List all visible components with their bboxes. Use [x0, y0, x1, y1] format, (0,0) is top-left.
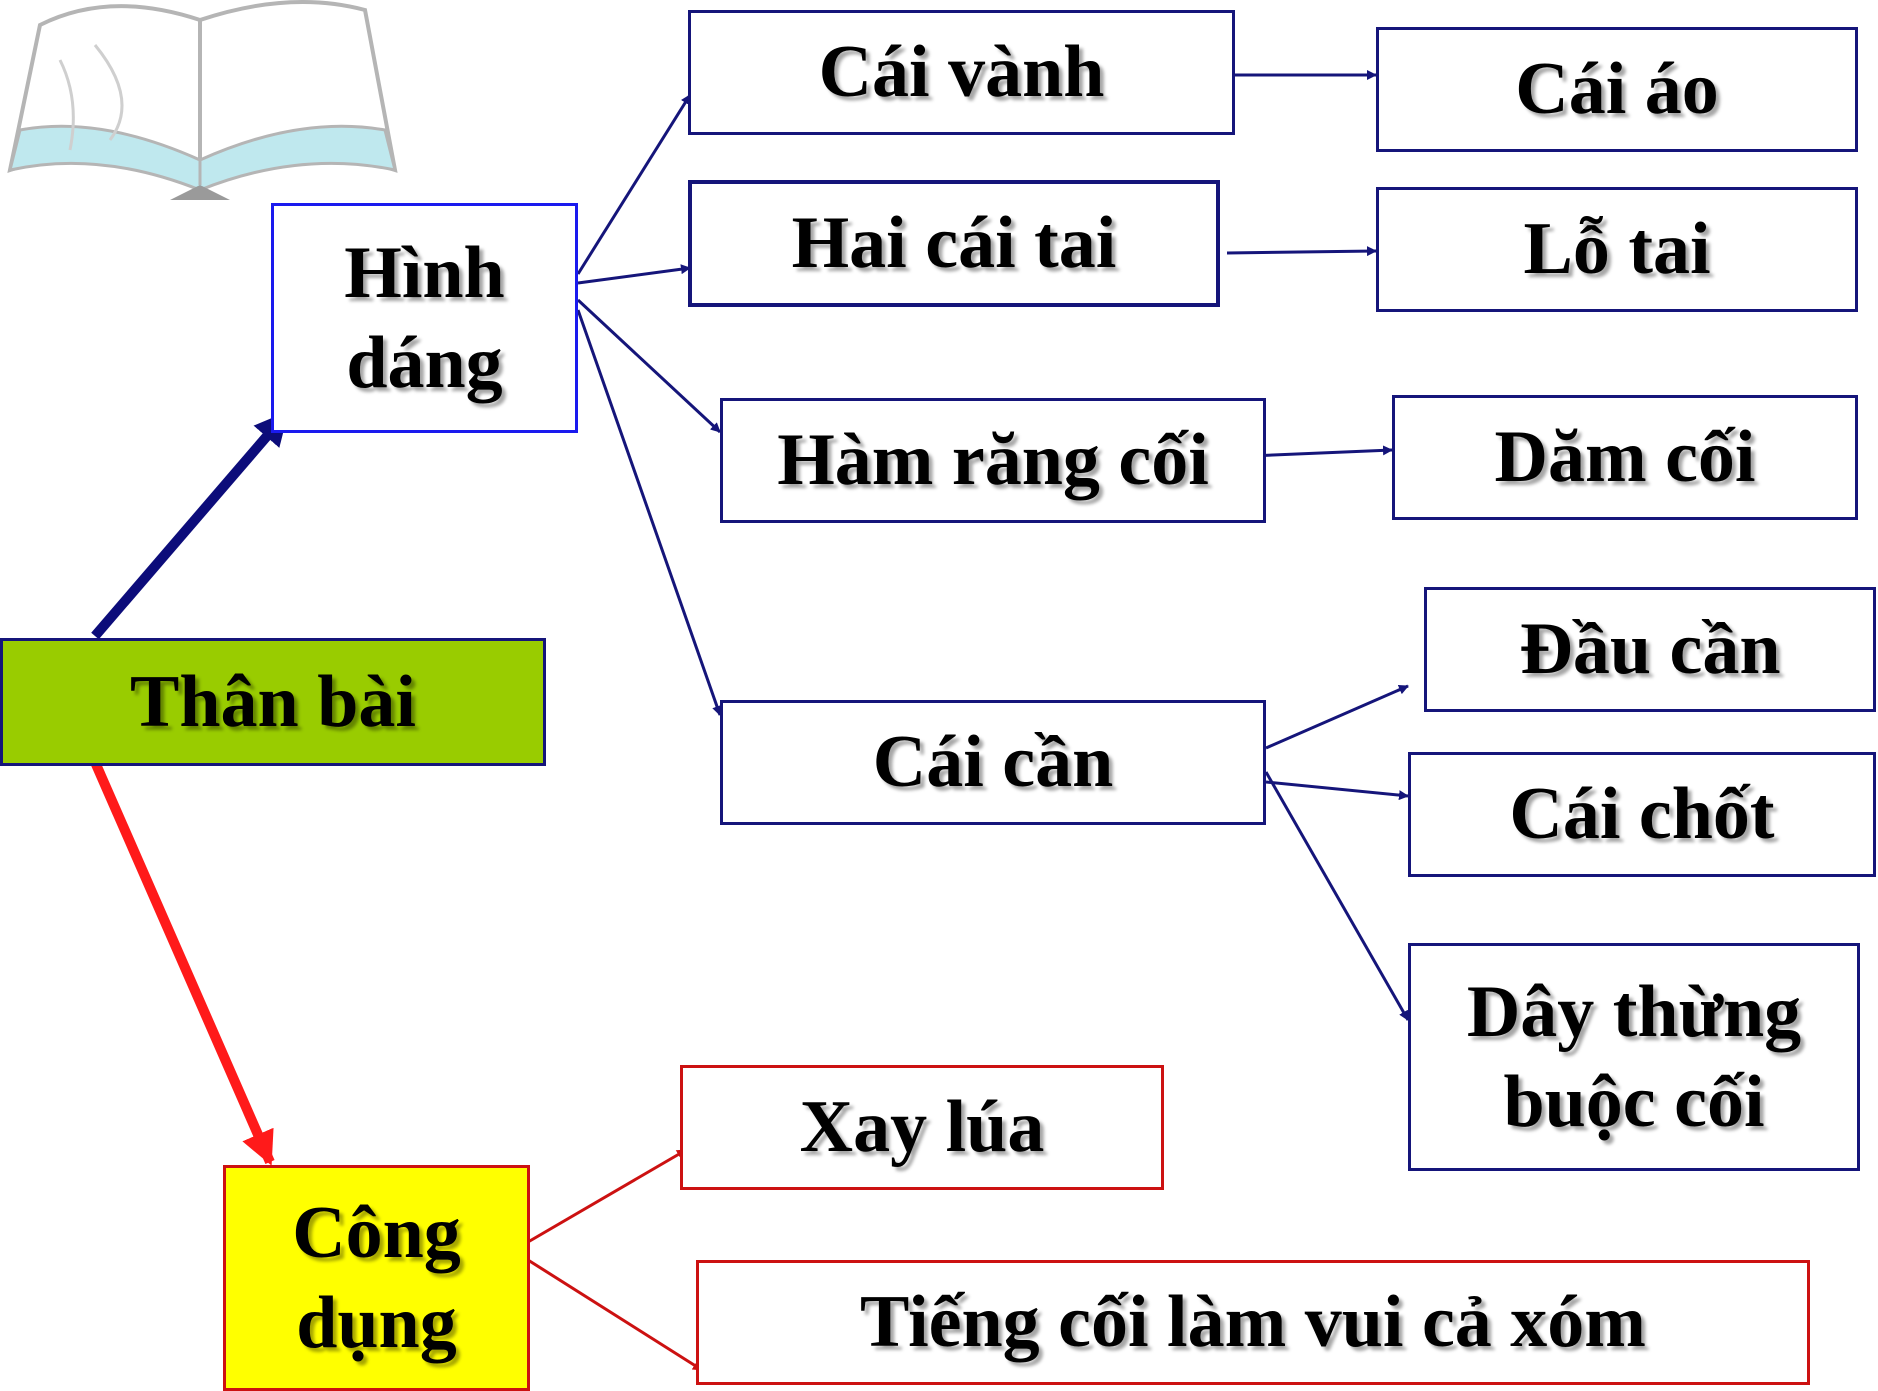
node-cong-dung: Công dụng: [223, 1165, 530, 1391]
node-dam-coi: Dăm cối: [1392, 395, 1858, 520]
node-ham-rang-coi: Hàm răng cối: [720, 398, 1266, 523]
node-cai-ao: Cái áo: [1376, 27, 1858, 152]
arrow-than-bai-to-cong-dung: [90, 759, 275, 1166]
arrow-than-bai-to-hinh-dang: [91, 410, 290, 640]
node-hai-cai-tai: Hai cái tai: [688, 180, 1220, 307]
node-cai-vanh: Cái vành: [688, 10, 1235, 135]
node-cai-can: Cái cần: [720, 700, 1266, 825]
node-xay-lua: Xay lúa: [680, 1065, 1164, 1190]
node-cai-chot: Cái chốt: [1408, 752, 1876, 877]
node-than-bai: Thân bài: [0, 638, 546, 766]
node-lo-tai: Lỗ tai: [1376, 187, 1858, 312]
node-day-thung-buoc-coi: Dây thừng buộc cối: [1408, 943, 1860, 1171]
arrow-cong-dung-to-tieng-coi: [527, 1258, 703, 1372]
arrow-hinh-dang-to-hai-cai-tai: [577, 264, 691, 285]
node-tieng-coi-lam-vui-ca-xom: Tiếng cối làm vui cả xóm: [696, 1260, 1810, 1385]
arrow-cai-can-to-cai-chot: [1265, 780, 1409, 801]
arrow-cai-can-to-dau-can: [1265, 684, 1409, 750]
arrow-hinh-dang-to-cai-can: [576, 309, 722, 716]
arrow-cong-dung-to-xay-lua: [527, 1148, 687, 1244]
arrow-cai-can-to-day-thung: [1264, 771, 1410, 1021]
node-hinh-dang: Hình dáng: [271, 203, 578, 433]
arrow-hai-cai-tai-to-lo-tai: [1226, 246, 1377, 257]
arrow-hinh-dang-to-cai-vanh: [576, 94, 692, 275]
open-book-icon: [7, 0, 398, 200]
arrow-ham-rang-coi-to-dam-coi: [1249, 445, 1393, 458]
arrow-hinh-dang-to-ham-rang-coi: [576, 298, 722, 434]
node-dau-can: Đầu cần: [1424, 587, 1876, 712]
